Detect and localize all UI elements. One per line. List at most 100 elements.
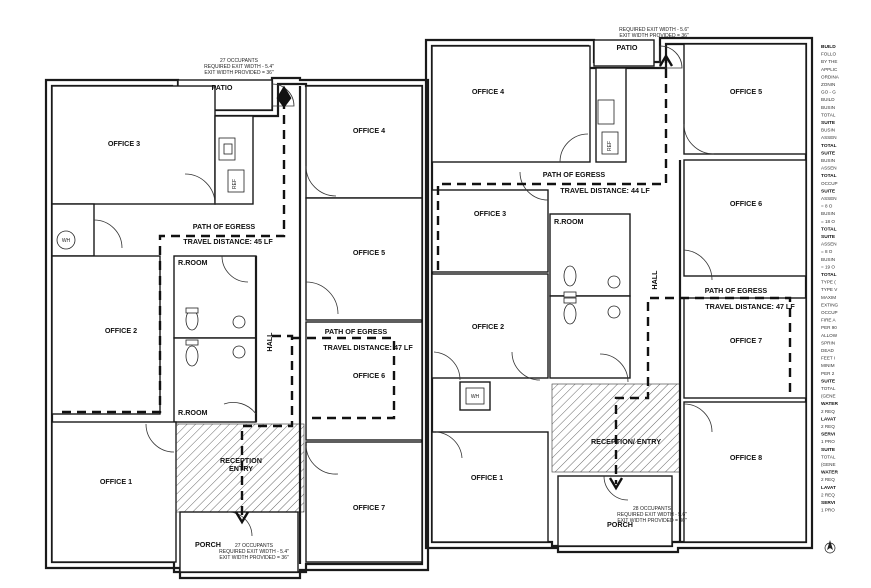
code-note-line: 2 REQ bbox=[821, 409, 835, 414]
right-office-8 bbox=[683, 401, 807, 543]
right-travel-distance-2: TRAVEL DISTANCE: 47 LF bbox=[705, 302, 795, 311]
code-note-line: SUITE bbox=[821, 378, 836, 384]
right-office-2 bbox=[431, 273, 549, 379]
code-note-line: FEET I bbox=[821, 356, 835, 361]
code-note-line: OCCUP bbox=[821, 181, 838, 186]
left-office-1-label: OFFICE 1 bbox=[100, 477, 132, 486]
left-porch-note-1: 27 OCCUPANTS bbox=[235, 543, 274, 549]
right-office-7-label: OFFICE 7 bbox=[730, 336, 762, 345]
right-office-6-label: OFFICE 6 bbox=[730, 199, 762, 208]
left-suite: PATIO 27 OCCUPANTS REQUIRED EXIT WIDTH -… bbox=[44, 58, 430, 580]
right-office-4 bbox=[431, 45, 591, 163]
code-note-line: TOTAL bbox=[821, 386, 836, 391]
left-porch-note-3: EXIT WIDTH PROVIDED = 36" bbox=[219, 555, 289, 561]
left-occupancy-line-2: REQUIRED EXIT WIDTH - 5.4" bbox=[204, 64, 274, 70]
code-note-line: BUSIN bbox=[821, 105, 835, 110]
code-note-line: 2 REQ bbox=[821, 477, 835, 482]
north-arrow-icon bbox=[824, 540, 836, 554]
code-note-line: ZONIN bbox=[821, 82, 835, 87]
code-note-line: WATER bbox=[821, 401, 839, 407]
right-office-4-label: OFFICE 4 bbox=[472, 87, 504, 96]
right-reception-label: RECEPTION/ ENTRY bbox=[591, 437, 661, 446]
code-note-line: PER 90 bbox=[821, 325, 837, 330]
left-office-6-label: OFFICE 6 bbox=[353, 371, 385, 380]
left-ref-label: REF bbox=[232, 179, 238, 189]
left-office-2 bbox=[51, 255, 161, 415]
right-patio bbox=[593, 39, 655, 67]
code-note-line: SUITE bbox=[821, 120, 836, 126]
right-office-2-label: OFFICE 2 bbox=[472, 322, 504, 331]
left-office-2-label: OFFICE 2 bbox=[105, 326, 137, 335]
code-note-line: (GENE bbox=[821, 394, 836, 399]
code-note-line: = 18 O bbox=[821, 219, 835, 224]
code-note-line: MINIM bbox=[821, 363, 835, 368]
code-note-line: TOTAL bbox=[821, 112, 836, 117]
left-travel-distance-2: TRAVEL DISTANCE: 47 LF bbox=[323, 343, 413, 352]
code-note-line: SERVI bbox=[821, 432, 836, 438]
right-office-5 bbox=[683, 43, 807, 155]
right-office-3 bbox=[431, 189, 549, 273]
left-wh-closet bbox=[51, 203, 95, 257]
code-note-line: SUITE bbox=[821, 188, 836, 194]
right-travel-distance-1: TRAVEL DISTANCE: 44 LF bbox=[560, 186, 650, 195]
left-porch bbox=[179, 511, 299, 573]
code-note-line: DEAD bbox=[821, 348, 834, 353]
right-occupancy-line-1: REQUIRED EXIT WIDTH - 5.6" bbox=[619, 27, 689, 33]
right-ref-label: REF bbox=[607, 141, 613, 151]
code-note-line: TYPE ( bbox=[821, 280, 836, 285]
left-office-6 bbox=[305, 321, 423, 441]
left-egress-label-1: PATH OF EGRESS bbox=[193, 222, 256, 231]
right-rroom-label: R.ROOM bbox=[554, 217, 584, 226]
code-note-line: 1 PRO bbox=[821, 439, 835, 444]
right-hall-label: HALL bbox=[650, 270, 659, 290]
code-note-line: TYPE V bbox=[821, 287, 838, 292]
code-note-line: APPLIC bbox=[821, 67, 838, 72]
code-note-line: BUILD bbox=[821, 97, 835, 102]
code-note-line: MAXIM bbox=[821, 295, 836, 300]
code-note-line: BUSIN bbox=[821, 128, 835, 133]
code-note-line: ALLOW bbox=[821, 333, 838, 338]
code-note-line: ASSEN bbox=[821, 135, 837, 140]
code-note-line: (GENE bbox=[821, 462, 836, 467]
code-note-line: BUILD bbox=[821, 44, 836, 50]
code-note-line: PER 2 bbox=[821, 371, 835, 376]
code-note-line: WATER bbox=[821, 470, 839, 476]
left-egress-label-2: PATH OF EGRESS bbox=[325, 327, 388, 336]
right-office-5-label: OFFICE 5 bbox=[730, 87, 762, 96]
left-reception-label-1: RECEPTION bbox=[220, 456, 262, 465]
left-reception-label-2: ENTRY bbox=[229, 464, 253, 473]
code-note-line: LAVAT bbox=[821, 485, 836, 491]
code-note-line: TOTAL bbox=[821, 173, 837, 179]
code-note-line: ASSEN bbox=[821, 242, 837, 247]
code-note-line: BUSIN bbox=[821, 257, 835, 262]
right-office-1-label: OFFICE 1 bbox=[471, 473, 503, 482]
left-wh-label: WH bbox=[62, 238, 71, 244]
code-note-line: FIRE A bbox=[821, 318, 836, 323]
left-office-1 bbox=[51, 421, 177, 563]
left-office-4-label: OFFICE 4 bbox=[353, 126, 385, 135]
code-note-line: = 8 O bbox=[821, 249, 833, 254]
code-note-line: GO - G bbox=[821, 90, 836, 95]
code-note-line: BY THE bbox=[821, 59, 837, 64]
left-office-5-label: OFFICE 5 bbox=[353, 248, 385, 257]
code-note-line: ASSEN bbox=[821, 196, 837, 201]
right-office-8-label: OFFICE 8 bbox=[730, 453, 762, 462]
code-note-line: OCCUP bbox=[821, 310, 838, 315]
left-occupancy-line-1: 27 OCCUPANTS bbox=[220, 58, 259, 64]
code-note-line: TOTAL bbox=[821, 143, 837, 149]
right-office-1 bbox=[431, 431, 549, 543]
right-suite: PATIO REQUIRED EXIT WIDTH - 5.6" EXIT WI… bbox=[424, 27, 814, 554]
code-note-line: ASSEN bbox=[821, 166, 837, 171]
left-rroom-bottom-label: R.ROOM bbox=[178, 408, 208, 417]
left-porch-note-2: REQUIRED EXIT WIDTH - 5.4" bbox=[219, 549, 289, 555]
left-hall-label: HALL bbox=[265, 332, 274, 352]
right-office-7 bbox=[683, 297, 807, 399]
left-travel-distance-1: TRAVEL DISTANCE: 45 LF bbox=[183, 237, 273, 246]
right-porch-note-2: REQUIRED EXIT WIDTH - 5.6" bbox=[617, 512, 687, 518]
right-porch-label: PORCH bbox=[607, 520, 633, 529]
right-porch-note-1: 28 OCCUPANTS bbox=[633, 506, 672, 512]
left-office-3 bbox=[51, 85, 216, 205]
left-occupancy-line-3: EXIT WIDTH PROVIDED = 36" bbox=[204, 70, 274, 76]
